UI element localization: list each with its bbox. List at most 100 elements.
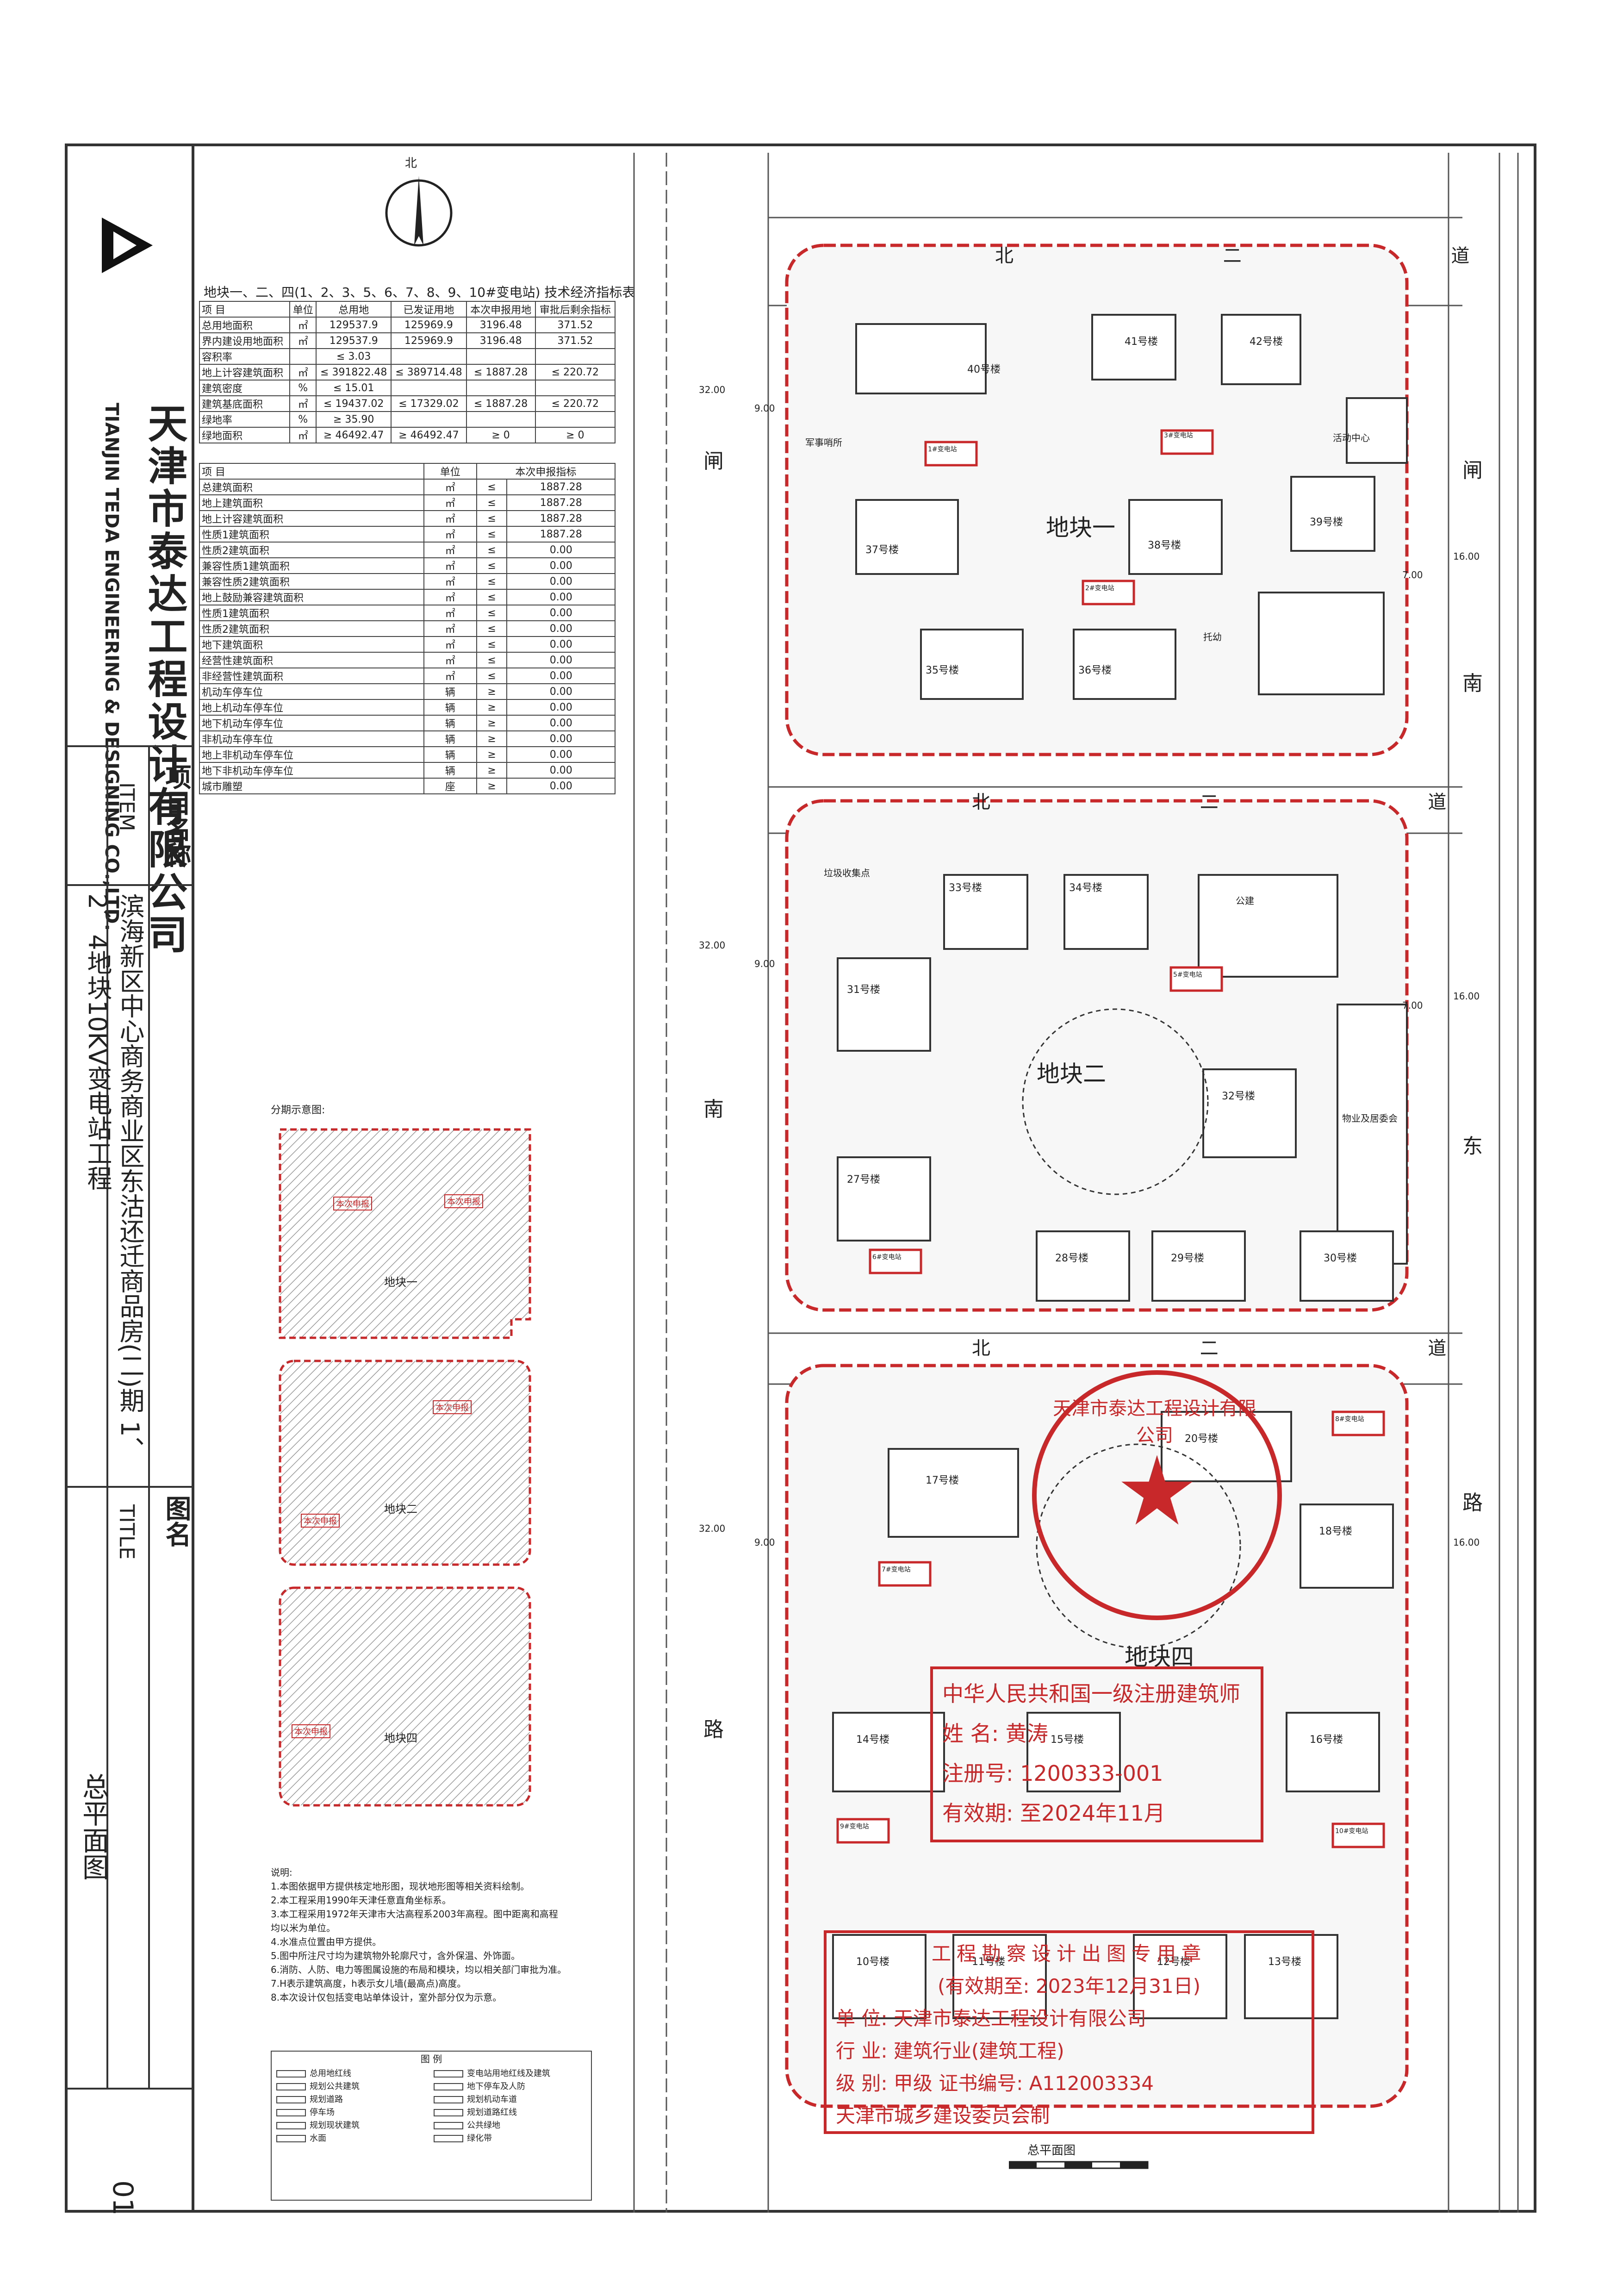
table-cell: 性质2建筑面积 [199, 542, 424, 558]
table-row: 地上非机动车停车位辆≥0.00 [199, 746, 616, 763]
table-cell: ≤ [476, 620, 508, 637]
index-table-caption: 地块一、二、四(1、2、3、5、6、7、8、9、10#变电站) 技术经济指标表 [204, 285, 635, 300]
scale-title: 总平面图 [1027, 2144, 1076, 2158]
table-cell: 0.00 [506, 636, 616, 653]
table-cell: 0.00 [506, 715, 616, 731]
table-row: 非机动车停车位辆≥0.00 [199, 730, 616, 747]
building-label: 31号楼 [847, 984, 880, 996]
substation-label: 1#变电站 [928, 446, 957, 453]
table-row: 机动车停车位辆≥0.00 [199, 683, 616, 700]
dim-label: 9.00 [754, 403, 775, 414]
table-cell: ≤ [476, 510, 508, 527]
table-cell: 0.00 [506, 668, 616, 684]
building-label: 11号楼 [972, 1956, 1005, 1968]
table-cell: 1887.28 [506, 526, 616, 543]
permit-l3: 单 位: 天津市泰达工程设计有限公司 [836, 2007, 1146, 2030]
table-cell: 本次申报用地 [466, 301, 536, 318]
notes-title: 说明: [271, 1867, 292, 1878]
table-cell: 性质2建筑面积 [199, 620, 424, 637]
table-cell: 1887.28 [506, 479, 616, 495]
permit-l1: 工程勘察设计出图专用章 [931, 1942, 1206, 1965]
legend-item: 规划道路 [276, 2093, 429, 2105]
road-label-west: 南 [703, 1098, 724, 1121]
table-cell [535, 380, 616, 396]
table-cell: ≤ 391822.48 [316, 364, 392, 381]
tb-col [148, 745, 150, 2088]
table-cell: ㎡ [423, 542, 477, 558]
table-cell [466, 348, 536, 365]
table-cell: ≥ [476, 715, 508, 731]
company-logo [102, 218, 153, 273]
item-label-en: ITEM [115, 782, 138, 831]
block-label: 地块一 [1046, 514, 1115, 541]
sheet-frame [65, 144, 1536, 2213]
table-cell: ㎡ [289, 364, 317, 381]
star-icon [1121, 1455, 1193, 1525]
building-label: 33号楼 [949, 882, 982, 894]
tb-divider [65, 1486, 192, 1488]
table-cell: 总建筑面积 [199, 479, 424, 495]
legend-item: 规划道路红线 [434, 2106, 586, 2118]
table-cell [466, 411, 536, 428]
table-cell: 辆 [423, 730, 477, 747]
legend-item: 规划现状建筑 [276, 2119, 429, 2131]
tb-col [106, 745, 108, 2088]
sheet-number: 01 [106, 2180, 139, 2216]
legend: 图 例 总用地红线变电站用地红线及建筑规划公共建筑地下停车及人防规划道路规划机动… [271, 2051, 592, 2201]
table-cell: 项 目 [199, 463, 424, 480]
table-row: 建筑密度%≤ 15.01 [199, 380, 616, 396]
table-cell: % [289, 380, 317, 396]
road-label-west: 路 [703, 1718, 724, 1741]
tb-divider [65, 2088, 192, 2090]
table-cell: 0.00 [506, 730, 616, 747]
table-cell: 审批后剩余指标 [535, 301, 616, 318]
table-cell: 总用地 [316, 301, 392, 318]
table-cell: ㎡ [289, 332, 317, 349]
architect-l2: 姓 名: 黄涛 [942, 1721, 1048, 1746]
table-cell: 地上机动车停车位 [199, 699, 424, 716]
table-cell: ㎡ [289, 395, 317, 412]
site-plan [633, 153, 1519, 2213]
building-label: 38号楼 [1148, 540, 1181, 551]
table-cell: ≤ 15.01 [316, 380, 392, 396]
dim-label: 32.00 [699, 384, 726, 395]
table-cell: ㎡ [423, 510, 477, 527]
building-label: 14号楼 [856, 1734, 889, 1746]
item-value: 滨海新区中心商务商业区东沽还迁商品房(二)期 1、2、4地块10KV变电站工程 [83, 893, 144, 1462]
table-cell: ㎡ [289, 317, 317, 333]
legend-item: 绿化带 [434, 2132, 586, 2144]
table-cell: ≤ [476, 589, 508, 605]
table-cell: ≥ 0 [535, 427, 616, 443]
table-cell: ㎡ [423, 668, 477, 684]
north-label: 北 [405, 156, 417, 170]
table-cell: 绿地面积 [199, 427, 291, 443]
table-row: 地下非机动车停车位辆≥0.00 [199, 762, 616, 779]
dim-label: 16.00 [1453, 551, 1480, 562]
table-cell: 座 [423, 778, 477, 794]
note-line: 6.消防、人防、电力等图属设施的布局和模块，均以相关部门审批为准。 [271, 1964, 567, 1975]
table-cell: ≥ [476, 730, 508, 747]
dim-label: 32.00 [699, 1523, 726, 1534]
division-title: 分期示意图: [271, 1104, 325, 1116]
table-cell: 建筑密度 [199, 380, 291, 396]
table-cell: 总用地面积 [199, 317, 291, 333]
building-label: 30号楼 [1324, 1253, 1357, 1264]
dim-label: 9.00 [754, 1537, 775, 1548]
note-line: 4.水准点位置由甲方提供。 [271, 1936, 382, 1947]
table-cell: 0.00 [506, 557, 616, 574]
company-stamp-text: 天津市泰达工程设计有限公司 [1053, 1398, 1256, 1446]
table-cell: ≥ [476, 746, 508, 763]
table-cell: ≤ 1887.28 [466, 395, 536, 412]
note-line: 5.图中所注尺寸均为建筑物外轮廓尺寸，含外保温、外饰面。 [271, 1950, 521, 1961]
table-row: 绿地率%≥ 35.90 [199, 411, 616, 428]
road-label-west: 闸 [703, 449, 724, 473]
substation-label: 7#变电站 [882, 1566, 911, 1573]
facility-label: 物业及居委会 [1342, 1113, 1398, 1124]
